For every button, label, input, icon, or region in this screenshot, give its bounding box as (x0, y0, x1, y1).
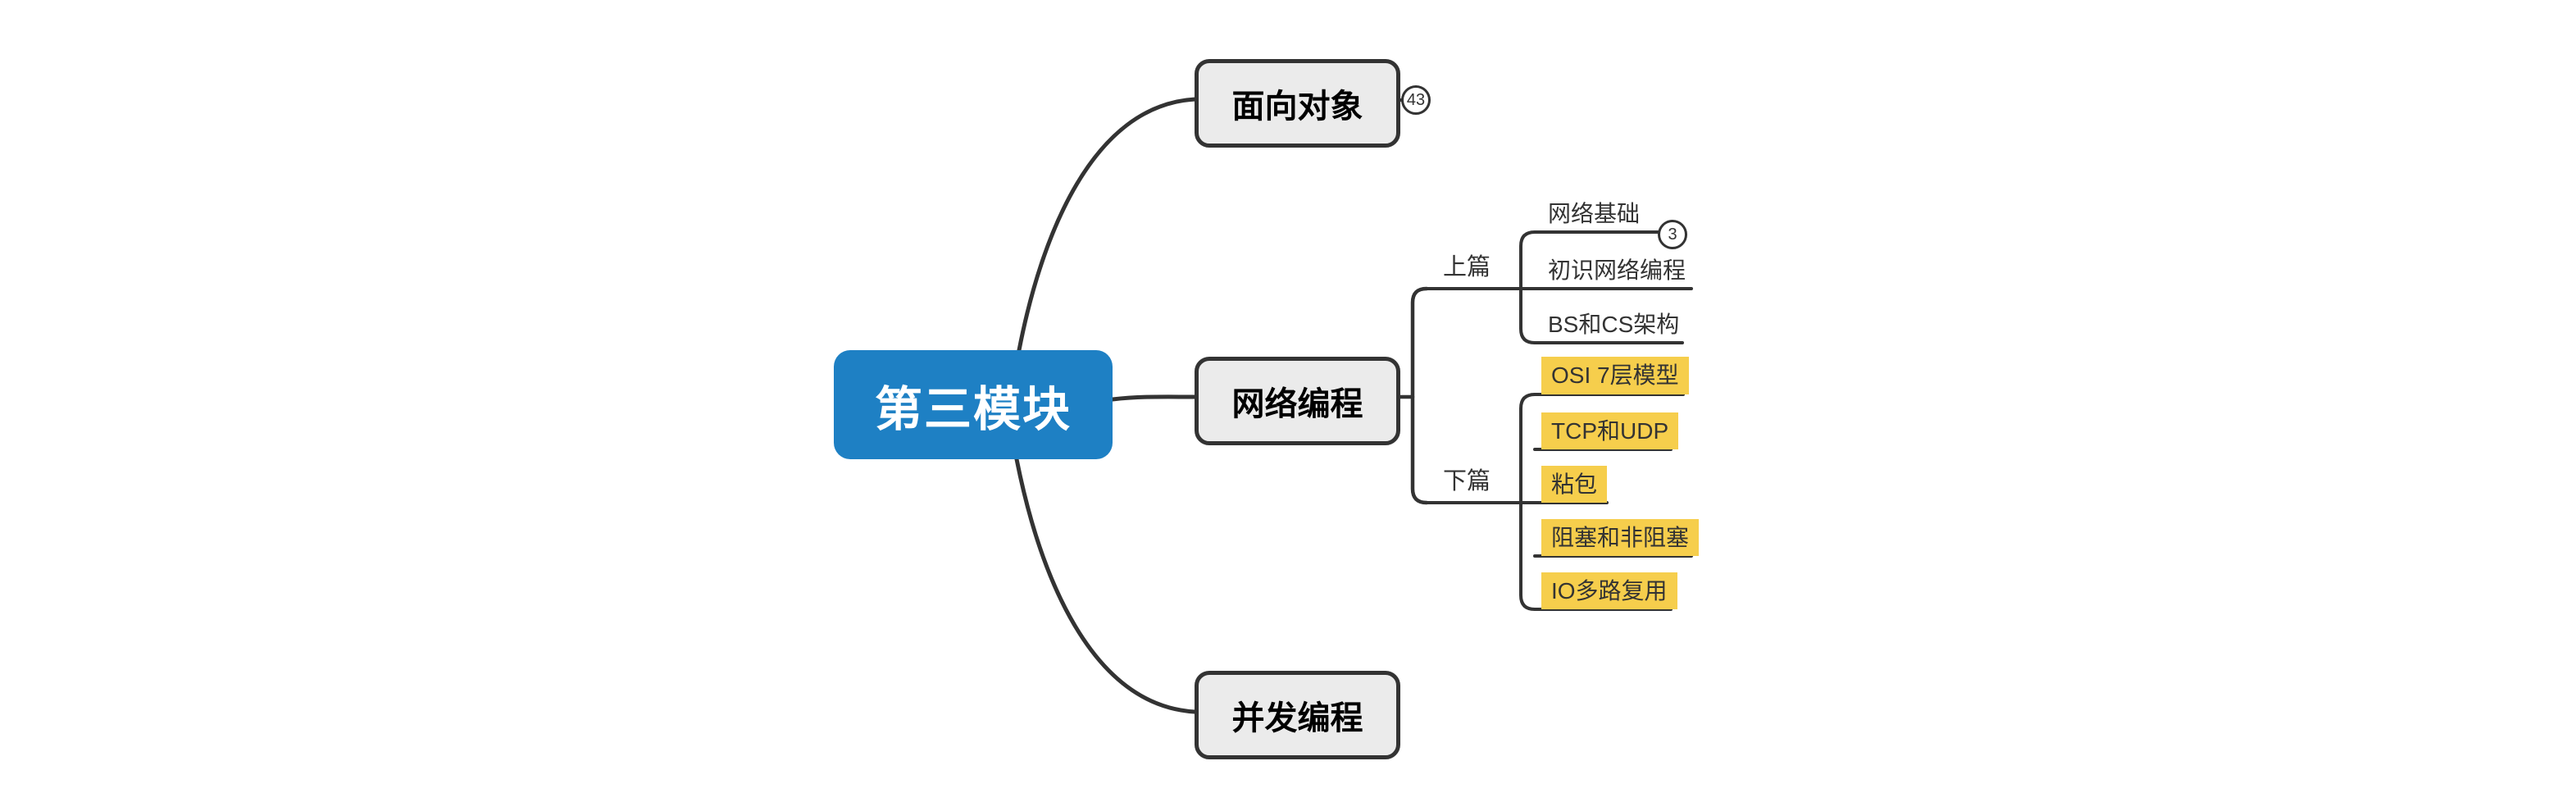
branch-node-network[interactable]: 网络编程 (1195, 357, 1400, 445)
edge-root-network (1110, 394, 1197, 402)
topic-part1[interactable]: 上篇 (1442, 254, 1491, 280)
oop-count-badge[interactable]: 43 (1401, 85, 1431, 115)
edge-root-oop (1017, 97, 1198, 353)
bracket-part1-children (1519, 230, 1536, 344)
branch-node-concurrency[interactable]: 并发编程 (1195, 671, 1400, 759)
branch-node-oop[interactable]: 面向对象 (1195, 59, 1400, 148)
topic-network-basics[interactable]: 网络基础 (1548, 201, 1641, 226)
topic-intro-network-programming[interactable]: 初识网络编程 (1548, 257, 1686, 283)
topic-blocking-nonblocking[interactable]: 阻塞和非阻塞 (1541, 519, 1700, 556)
topic-io-multiplexing[interactable]: IO多路复用 (1541, 572, 1677, 609)
bracket-part2-children (1519, 393, 1536, 611)
topic-tcp-udp[interactable]: TCP和UDP (1541, 412, 1679, 449)
edge-root-concurrency (1014, 457, 1197, 714)
root-node[interactable]: 第三模块 (834, 350, 1113, 459)
topic-part2[interactable]: 下篇 (1442, 468, 1491, 494)
bracket-network-parts (1410, 286, 1429, 505)
topic-bs-cs-architecture[interactable]: BS和CS架构 (1548, 312, 1680, 337)
network-basics-count-badge[interactable]: 3 (1658, 220, 1687, 249)
topic-sticky-packet[interactable]: 粘包 (1541, 466, 1608, 503)
topic-osi-7-layer-model[interactable]: OSI 7层模型 (1541, 357, 1689, 394)
